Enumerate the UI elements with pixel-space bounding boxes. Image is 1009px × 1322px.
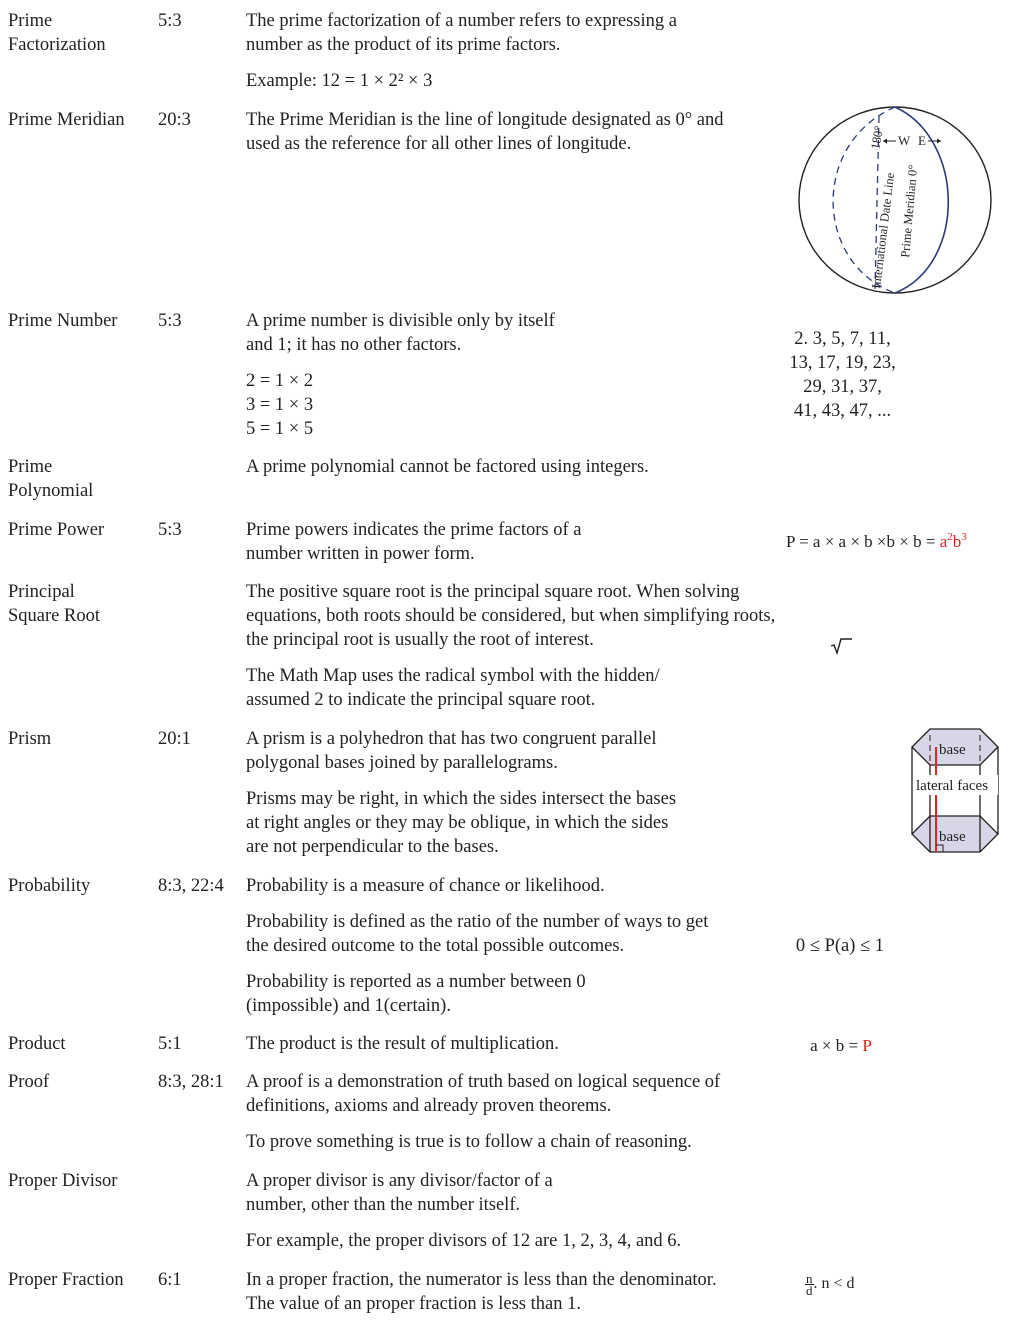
formula-text: P = a × a × b ×b × b = — [786, 532, 940, 551]
idl-label: International Date Line — [869, 171, 897, 289]
term: Prime Power — [8, 520, 105, 540]
prime-meridian-arc — [894, 106, 949, 294]
lateral-faces-label-bg — [914, 775, 998, 795]
term: Prism — [8, 729, 52, 749]
term: Prime Number — [8, 311, 118, 331]
term: Proof — [8, 1072, 50, 1092]
definition-text: The positive square root is the principa… — [246, 582, 776, 650]
reference: 20:3 — [158, 110, 191, 130]
term: Proper Divisor — [8, 1171, 118, 1191]
term: Proper Fraction — [8, 1270, 124, 1290]
definition: In a proper fraction, the numerator is l… — [246, 1268, 746, 1316]
definition-text: Prisms may be right, in which the sides … — [246, 789, 677, 857]
definition-text: A prime number is divisible only by itse… — [246, 311, 555, 355]
prism-bottom-label: base — [939, 829, 966, 845]
definition: The Prime Meridian is the line of longit… — [246, 108, 736, 156]
term: Probability — [8, 876, 91, 896]
prime-power-formula: P = a × a × b ×b × b = a2b3 — [786, 530, 1009, 554]
definition-text: Probability is reported as a number betw… — [246, 972, 586, 1016]
definition-text: For example, the proper divisors of 12 a… — [246, 1231, 682, 1251]
equation: 3 = 1 × 3 — [246, 395, 314, 415]
definition-text: Prime powers indicates the prime factors… — [246, 520, 582, 564]
definition: A proper divisor is any divisor/factor o… — [246, 1169, 726, 1253]
reference: 8:3, 28:1 — [158, 1072, 224, 1092]
formula-power-a: a2b3 — [939, 531, 967, 552]
definition: The prime factorization of a number refe… — [246, 9, 716, 93]
definition-text: Probability is a measure of chance or li… — [246, 876, 605, 896]
definition: A prime polynomial cannot be factored us… — [246, 455, 786, 479]
product-result: P — [862, 1036, 872, 1055]
equations: 2 = 1 × 2 3 = 1 × 3 5 = 1 × 5 — [246, 369, 586, 441]
definition-text: To prove something is true is to follow … — [246, 1132, 692, 1152]
term: Product — [8, 1034, 66, 1054]
definition-text: A prism is a polyhedron that has two con… — [246, 729, 657, 773]
product-formula: a × b = P — [810, 1036, 872, 1055]
probability-range: 0 ≤ P(a) ≤ 1 — [795, 936, 885, 956]
definition: Prime powers indicates the prime factors… — [246, 518, 616, 566]
east-arrowhead-icon — [937, 138, 941, 144]
prism-lateral-label: lateral faces — [916, 778, 988, 794]
definition-text: The Prime Meridian is the line of longit… — [246, 110, 724, 154]
prism-top-label: base — [939, 742, 966, 758]
radical-icon — [830, 638, 852, 656]
reference: 5:3 — [158, 311, 182, 331]
definition-text: A prime polynomial cannot be factored us… — [246, 457, 649, 477]
right-angle-icon — [936, 844, 944, 852]
globe-diagram: International Date Line 180° Prime Merid… — [798, 106, 992, 294]
reference: 5:3 — [158, 11, 182, 31]
east-label: E — [918, 133, 926, 148]
west-arrowhead-icon — [883, 138, 887, 144]
term: Prime Meridian — [8, 110, 125, 130]
reference: 5:3 — [158, 520, 182, 540]
prime-list-line: 13, 17, 19, 23, — [789, 353, 896, 373]
globe-outline — [798, 106, 992, 294]
definition-text: A proof is a demonstration of truth base… — [246, 1072, 721, 1116]
reference: 8:3, 22:4 — [158, 876, 224, 896]
definition-text: Probability is defined as the ratio of t… — [246, 912, 709, 956]
definition: Probability is a measure of chance or li… — [246, 874, 726, 1018]
definition: The product is the result of multiplicat… — [246, 1032, 786, 1056]
idl-line — [874, 115, 880, 290]
fraction-relation: n < d — [821, 1275, 855, 1292]
definition: A prime number is divisible only by itse… — [246, 309, 586, 441]
term: Prime Polynomial — [8, 457, 94, 501]
definition-text: The Math Map uses the radical symbol wit… — [246, 666, 660, 710]
example-text: Example: 12 = 1 × 2² × 3 — [246, 71, 433, 91]
prime-list-line: 29, 31, 37, — [803, 377, 882, 397]
definition-text: The product is the result of multiplicat… — [246, 1034, 559, 1054]
definition: A prism is a polyhedron that has two con… — [246, 727, 686, 859]
definition: The positive square root is the principa… — [246, 580, 776, 712]
term: Principal Square Root — [8, 582, 100, 626]
idl-back-arc — [832, 106, 896, 294]
definition-text: The prime factorization of a number refe… — [246, 11, 677, 55]
west-label: W — [898, 133, 911, 148]
definition-text: In a proper fraction, the numerator is l… — [246, 1270, 717, 1314]
term: Prime Factorization — [8, 11, 106, 55]
reference: 6:1 — [158, 1270, 182, 1290]
definition: A proof is a demonstration of truth base… — [246, 1070, 746, 1154]
definition-text: A proper divisor is any divisor/factor o… — [246, 1171, 553, 1215]
equation: 2 = 1 × 2 — [246, 371, 314, 391]
reference: 5:1 — [158, 1034, 182, 1054]
reference: 20:1 — [158, 729, 191, 749]
prime-list-line: 2. 3, 5, 7, 11, — [794, 329, 891, 349]
prime-meridian-label: Prime Meridian 0° — [898, 164, 920, 258]
prime-list: 2. 3, 5, 7, 11, 13, 17, 19, 23, 29, 31, … — [760, 327, 925, 423]
prime-list-line: 41, 43, 47, ... — [793, 401, 892, 421]
prism-diagram: base lateral faces base — [911, 728, 999, 853]
idl-degree: 180° — [868, 125, 886, 151]
equation: 5 = 1 × 5 — [246, 419, 314, 439]
